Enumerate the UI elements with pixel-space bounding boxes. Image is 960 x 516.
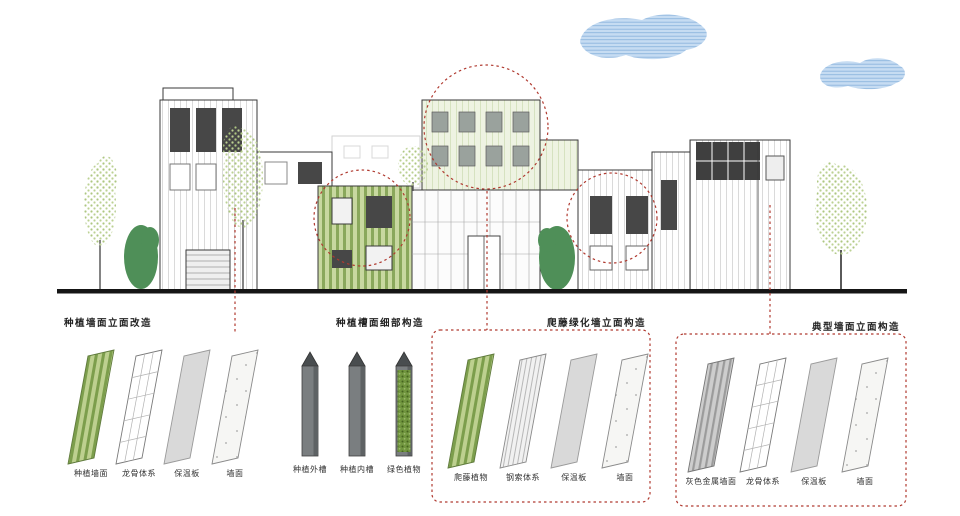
tree-dark-left — [124, 225, 159, 289]
building-block-far-right — [689, 139, 791, 292]
window — [365, 245, 393, 271]
detail-callouts — [234, 64, 907, 507]
cloud-large-icon — [580, 14, 707, 60]
window — [366, 196, 392, 228]
window — [589, 245, 613, 271]
detail-group-planter-trough: 种植外槽 种植内槽 绿色植物 — [293, 351, 421, 474]
layer-panel-planted-wall — [67, 349, 115, 465]
layer-label: 墙面 — [227, 468, 244, 478]
tree-stipple-mid — [223, 126, 263, 291]
detail-group-typical-wall: 灰色金属墙面 龙骨体系 保温板 墙面 — [686, 357, 889, 486]
group-title-typical-wall: 典型墙面立面构造 — [812, 321, 900, 333]
detail-group-planted-wall: 种植墙面 龙骨体系 保温板 墙面 — [67, 349, 259, 478]
trees — [84, 126, 867, 291]
layer-label: 墙面 — [857, 476, 874, 486]
layer-panel-green-plants — [395, 351, 413, 457]
layer-panel-keel-system — [115, 349, 163, 465]
callout-box-typical-group — [675, 333, 907, 507]
window — [458, 111, 476, 133]
layer-panel-inner-trough — [348, 351, 366, 457]
window — [512, 111, 530, 133]
window — [625, 245, 649, 271]
layer-panel-insulation — [790, 357, 838, 473]
window — [485, 145, 503, 167]
layer-label: 保温板 — [801, 476, 827, 486]
cloud-small-icon — [820, 58, 905, 90]
window — [458, 145, 476, 167]
window — [196, 108, 216, 152]
tree-stipple-small — [398, 146, 428, 191]
window — [626, 196, 648, 234]
window — [431, 111, 449, 133]
window — [485, 111, 503, 133]
window — [264, 161, 288, 185]
callout-box-vine-group — [431, 329, 651, 503]
group-title-planter-trough-detail: 种植槽面细部构造 — [335, 317, 424, 329]
group-title-vine-green-wall: 爬藤绿化墙立面构造 — [546, 317, 646, 329]
window — [170, 108, 190, 152]
layer-panel-outer-trough — [301, 351, 319, 457]
layer-label: 绿色植物 — [387, 464, 421, 474]
window — [661, 180, 677, 230]
callout-circle-upper-facade — [423, 64, 549, 190]
window — [332, 250, 352, 268]
layer-label: 灰色金属墙面 — [686, 476, 737, 486]
layer-label: 龙骨体系 — [746, 476, 780, 486]
garage-door — [185, 249, 231, 292]
window — [512, 145, 530, 167]
tree-stipple-right — [815, 162, 867, 291]
building-block-right-striped — [577, 151, 691, 292]
detail-group-vine-wall: 爬藤植物 钢索体系 保温板 墙面 — [447, 353, 649, 482]
building-block-upper-green — [421, 99, 579, 191]
layer-label: 保温板 — [561, 472, 587, 482]
layer-label: 种植内槽 — [340, 464, 374, 474]
layer-label: 墙面 — [617, 472, 634, 482]
layer-label: 保温板 — [174, 468, 200, 478]
layer-panel-insulation — [163, 349, 211, 465]
group-title-planted-wall-renovation: 种植墙面立面改造 — [63, 317, 152, 329]
layer-panel-gray-metal-wall — [687, 357, 735, 473]
tree-dark-center — [538, 226, 575, 290]
window — [331, 197, 353, 225]
callout-circle-vine-wall — [566, 172, 658, 264]
layer-label: 爬藤植物 — [454, 472, 488, 482]
window — [169, 163, 191, 191]
layer-panel-insulation — [550, 353, 598, 469]
window — [431, 145, 449, 167]
callout-circle-planted-wall — [313, 169, 411, 267]
layer-panel-wall — [841, 357, 889, 473]
window — [590, 196, 612, 234]
window — [195, 163, 217, 191]
window — [298, 162, 322, 184]
layer-label: 种植外槽 — [293, 464, 327, 474]
layer-panel-wall — [211, 349, 259, 465]
layer-panel-keel-system — [739, 357, 787, 473]
layer-panel-cable-system — [499, 353, 547, 469]
ground-line — [57, 289, 907, 294]
layer-panel-wall — [601, 353, 649, 469]
layer-label: 种植墙面 — [74, 468, 108, 478]
layer-label: 龙骨体系 — [122, 468, 156, 478]
building-block-green-wall — [317, 185, 413, 292]
layer-label: 钢索体系 — [506, 472, 540, 482]
tree-stipple-left — [84, 156, 117, 291]
layer-panel-vine-plants — [447, 353, 495, 469]
window — [765, 155, 785, 181]
clouds — [580, 14, 905, 90]
